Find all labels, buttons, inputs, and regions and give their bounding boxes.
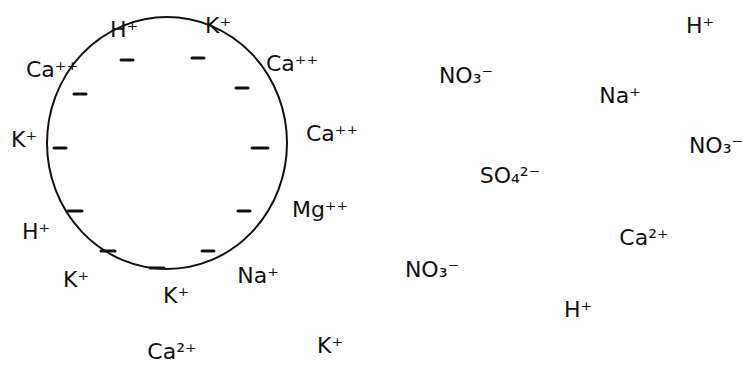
negative-charges [54,58,268,268]
ion-label: SO₄²⁻ [480,164,541,188]
ion-label: H⁺ [564,298,592,322]
ion-label: Na⁺ [237,264,279,288]
ion-label: NO₃⁻ [405,258,459,282]
ion-label: H⁺ [110,18,138,42]
ion-label: Ca⁺⁺ [26,58,78,82]
ion-label: Ca²⁺ [619,226,668,250]
ion-label: K⁺ [317,334,343,358]
ion-label: K⁺ [63,268,89,292]
ion-label: Mg⁺⁺ [292,198,348,222]
ion-label: H⁺ [22,220,50,244]
ion-label: H⁺ [686,14,714,38]
ion-label: K⁺ [205,14,231,38]
ion-label: K⁺ [11,128,37,152]
colloid-outline [47,17,287,269]
ion-label: K⁺ [163,284,189,308]
ion-label: Ca²⁺ [147,340,196,364]
ion-label: NO₃⁻ [689,134,743,158]
ion-label: Ca⁺⁺ [306,122,358,146]
ion-label: Na⁺ [599,84,641,108]
ion-label: NO₃⁻ [439,64,493,88]
ion-label: Ca⁺⁺ [266,52,318,76]
